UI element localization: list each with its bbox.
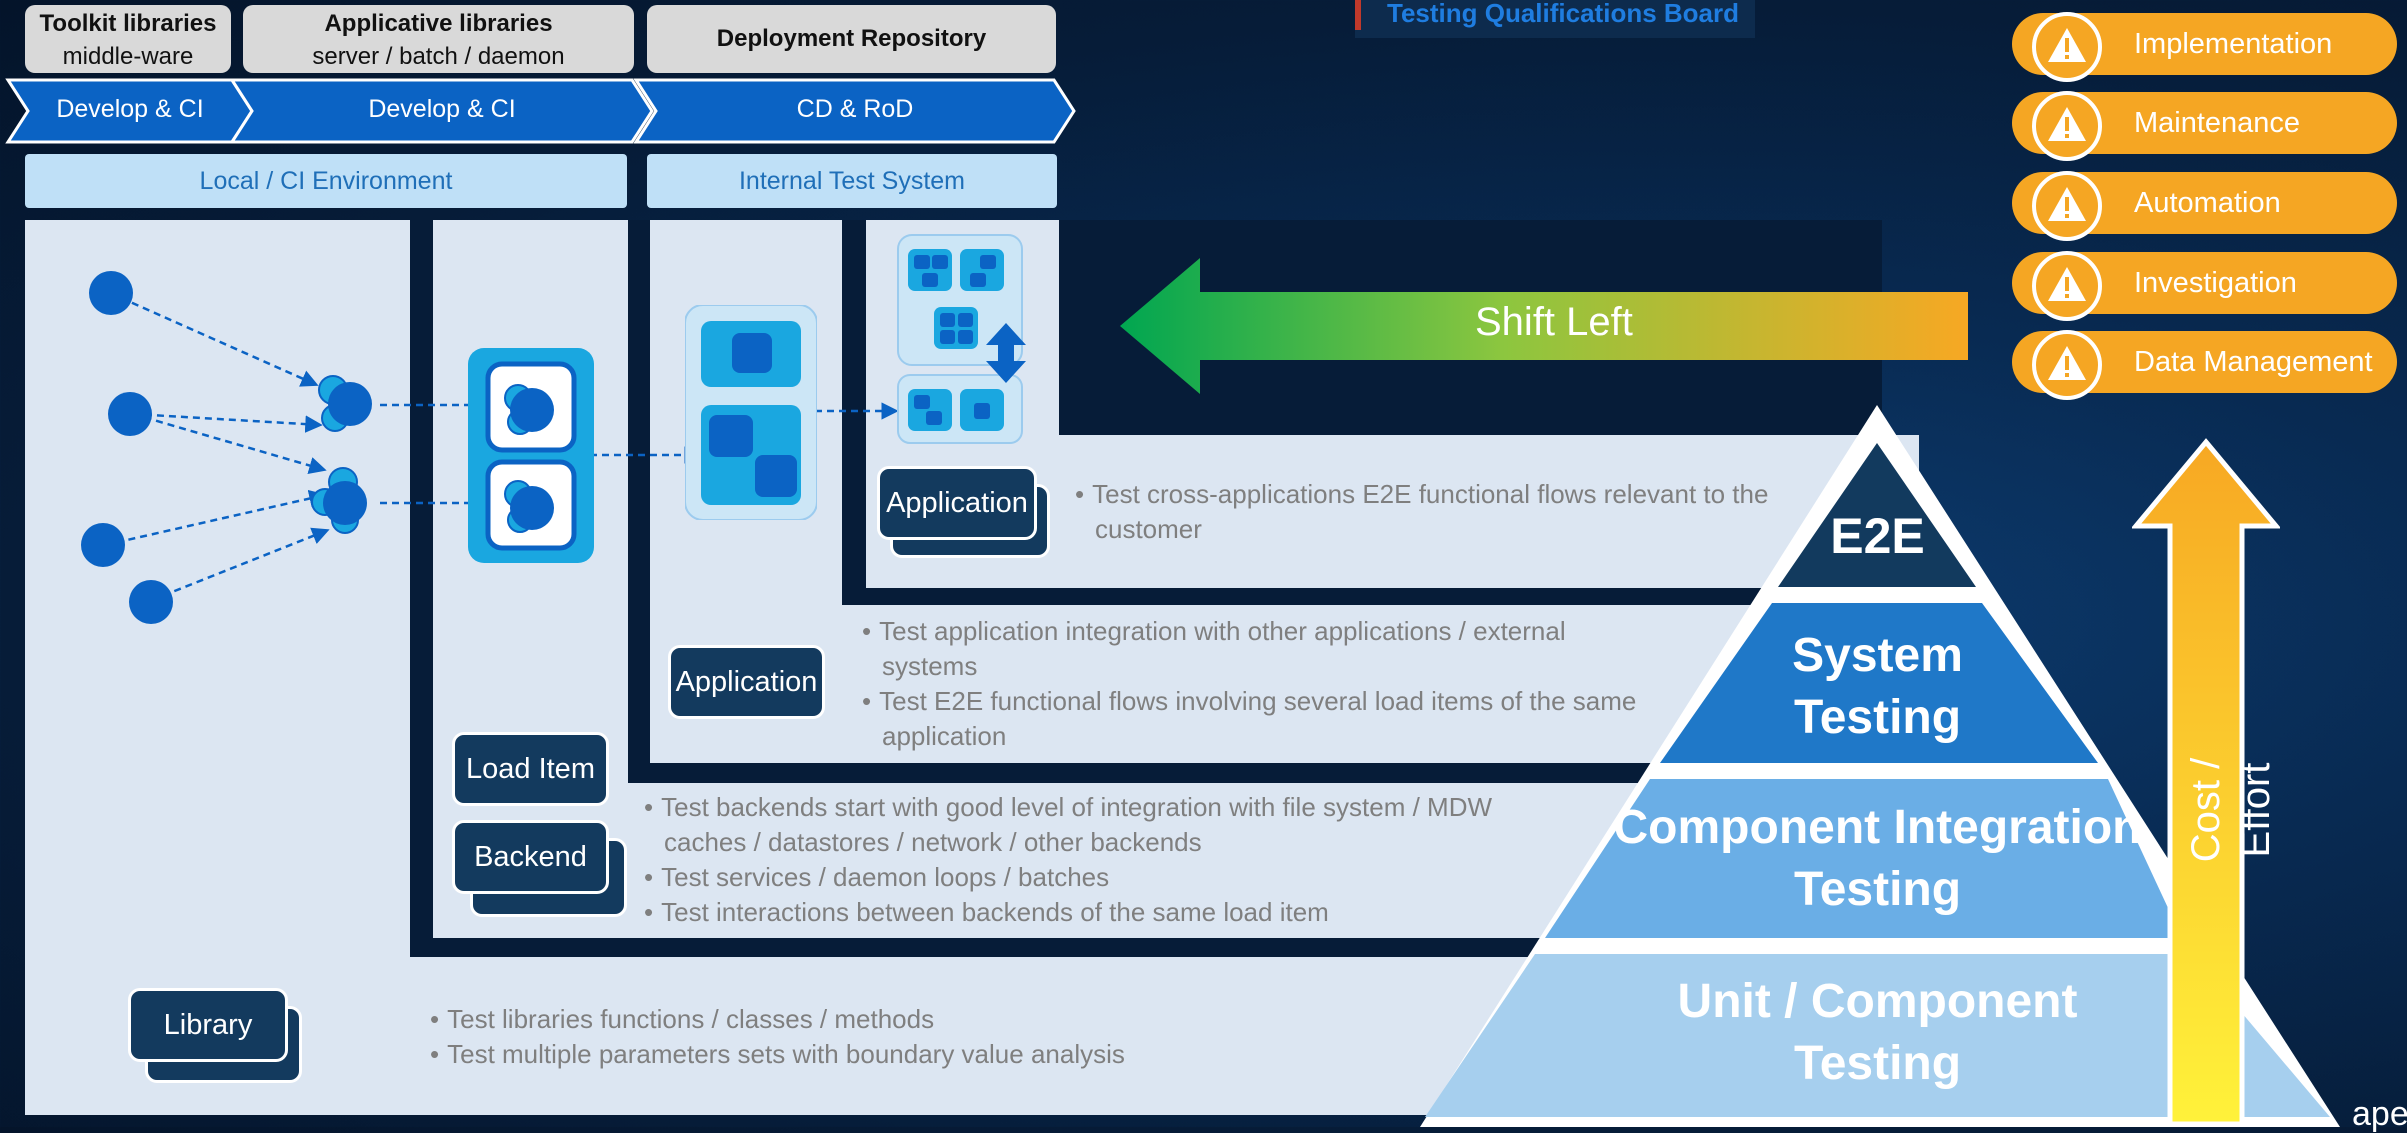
tag-load-item: Load Item	[452, 732, 609, 806]
testing-pyramid	[1420, 405, 2340, 1127]
pyramid-label-line: Testing	[1793, 1037, 1962, 1090]
shift-left-arrow	[1120, 258, 1968, 394]
header-toolkit-libraries: Toolkit libraries middle-ware	[25, 5, 231, 73]
warning-icon	[2032, 330, 2102, 400]
tag-backend: Backend	[452, 820, 609, 894]
application-icon	[685, 305, 817, 520]
pyramid-label-system: System Testing	[1680, 625, 2075, 749]
env-internal-test-system: Internal Test System	[647, 154, 1057, 208]
library-node	[89, 271, 133, 315]
header-title: Toolkit libraries	[39, 10, 217, 37]
pyramid-layer-system	[1660, 603, 2098, 763]
pipeline-chevrons	[5, 78, 1076, 144]
banner-title: Testing Qualifications Board	[1387, 0, 1740, 28]
pyramid-layer-unit	[1425, 954, 2330, 1117]
bullet: Test cross-applications E2E functional f…	[1073, 477, 1833, 547]
warning-icon	[2032, 12, 2102, 82]
warning-icon	[2032, 251, 2102, 321]
bullet: Test E2E functional flows involving seve…	[860, 684, 1660, 754]
chevron-develop-ci-2	[229, 78, 654, 144]
library-node	[129, 580, 173, 624]
stage-label: CD & RoD	[796, 95, 914, 123]
pyramid-label-integration: Component Integration Testing	[1560, 797, 2195, 921]
header-applicative-libraries: Applicative libraries server / batch / d…	[243, 5, 634, 73]
concern-implementation: Implementation	[2012, 12, 2397, 82]
bullets-e2e: Test cross-applications E2E functional f…	[1073, 477, 1833, 547]
tag-application-e2e: Application	[877, 466, 1037, 540]
cost-effort-label: Cost / Effort	[2184, 757, 2278, 863]
stage-label: Develop & CI	[56, 95, 204, 123]
shift-left-label: Shift Left	[1475, 300, 1633, 344]
top-banner: Testing Qualifications Board	[1355, 0, 1755, 38]
bullets-unit: Test libraries functions / classes / met…	[428, 1002, 1328, 1072]
warning-icon	[2032, 171, 2102, 241]
pyramid-label-line: Unit / Component	[1677, 975, 2078, 1028]
library-node	[108, 392, 152, 436]
bullet: Test multiple parameters sets with bound…	[428, 1037, 1328, 1072]
banner-mark	[1355, 0, 1361, 30]
load-cluster-top	[318, 375, 372, 432]
bullet: Test application integration with other …	[860, 614, 1660, 684]
bullet: Test backends start with good level of i…	[642, 790, 1572, 860]
corner-text: ape	[2352, 1095, 2407, 1133]
pyramid-label-e2e: E2E	[1830, 508, 1925, 564]
header-deployment-repository: Deployment Repository	[647, 5, 1056, 73]
pyramid-label-unit: Unit / Component Testing	[1560, 971, 2195, 1095]
env-local-ci: Local / CI Environment	[25, 154, 627, 208]
library-node	[81, 523, 125, 567]
warning-icon	[2032, 91, 2102, 161]
bullet: Test services / daemon loops / batches	[642, 860, 1572, 895]
cost-effort-arrow	[2132, 438, 2280, 1127]
concern-label: Implementation	[2134, 28, 2333, 60]
load-item-icon	[468, 348, 594, 563]
stage-label: Develop & CI	[368, 95, 516, 123]
bullet: Test interactions between backends of th…	[642, 895, 1572, 930]
header-subtitle: middle-ware	[62, 43, 194, 70]
tag-library: Library	[128, 988, 288, 1062]
header-subtitle: server / batch / daemon	[312, 43, 565, 70]
pyramid-label-line: System	[1792, 629, 1963, 682]
chevron-cd-rod	[633, 78, 1076, 144]
pyramid-label-line: Testing	[1793, 691, 1962, 744]
load-cluster-bottom	[311, 467, 367, 534]
concern-label: Maintenance	[2134, 107, 2301, 139]
concern-investigation: Investigation	[2012, 251, 2397, 321]
pyramid-layer-e2e	[1778, 443, 1976, 587]
header-title: Deployment Repository	[716, 25, 987, 52]
concern-label: Data Management	[2134, 346, 2373, 378]
pyramid-label-line: Component Integration	[1613, 801, 2142, 854]
header-title: Applicative libraries	[324, 10, 553, 37]
bullets-component-integration: Test backends start with good level of i…	[642, 790, 1572, 930]
tag-application-system: Application	[668, 645, 825, 719]
cross-application-icon	[897, 234, 1026, 444]
concern-label: Investigation	[2134, 267, 2297, 299]
bullet: Test libraries functions / classes / met…	[428, 1002, 1328, 1037]
bullets-system: Test application integration with other …	[860, 614, 1660, 754]
concern-automation: Automation	[2012, 171, 2397, 241]
concern-data-management: Data Management	[2012, 330, 2397, 400]
pyramid-layer-integration	[1545, 779, 2182, 938]
concern-label: Automation	[2134, 187, 2281, 219]
concern-maintenance: Maintenance	[2012, 91, 2397, 161]
pyramid-label-line: Testing	[1793, 863, 1962, 916]
library-graph	[81, 271, 899, 624]
